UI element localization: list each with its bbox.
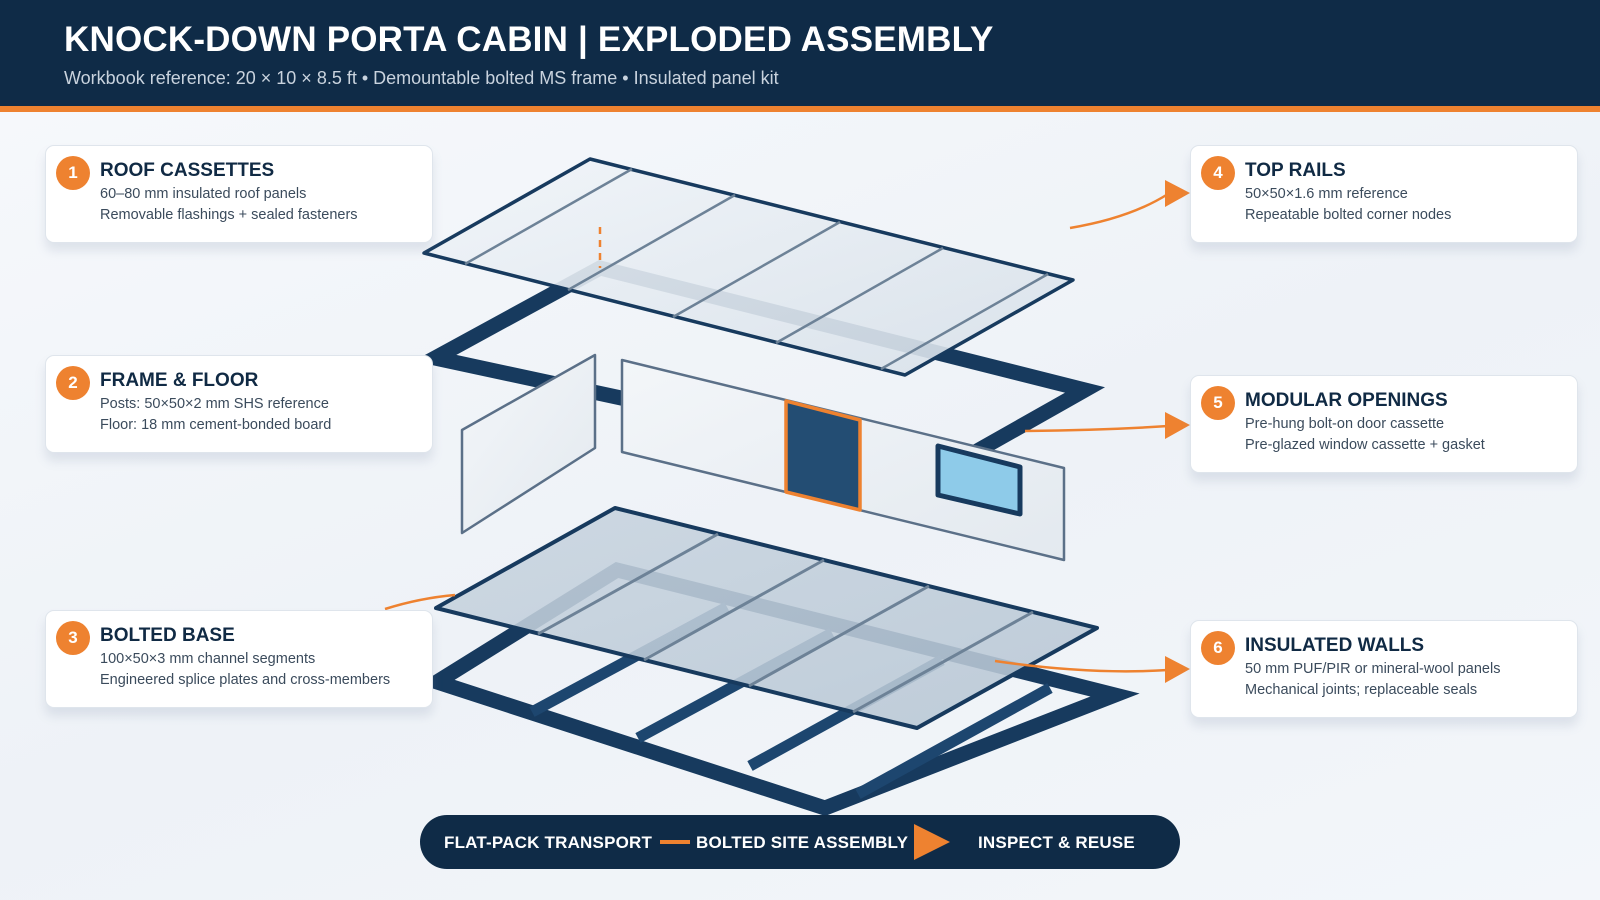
process-flow-bar: FLAT-PACK TRANSPORT BOLTED SITE ASSEMBLY…	[420, 815, 1180, 869]
callout-title: BOLTED BASE	[100, 625, 235, 646]
callout-detail: 50 mm PUF/PIR or mineral-wool panels	[1245, 661, 1501, 677]
roof-panel-joint	[775, 246, 944, 345]
callout-number-badge: 1	[56, 156, 90, 190]
callout-detail: Posts: 50×50×2 mm SHS reference	[100, 396, 329, 412]
callout-detail: 50×50×1.6 mm reference	[1245, 186, 1408, 202]
floor-panel-joint	[643, 558, 825, 662]
floor-panel-joint	[537, 532, 719, 636]
leader-arrows	[384, 180, 1190, 683]
roof-panel-joint	[672, 220, 841, 319]
callout-detail: Mechanical joints; replaceable seals	[1245, 682, 1478, 698]
callout-detail: Pre-hung bolt-on door cassette	[1245, 416, 1445, 432]
process-step-reuse: INSPECT & REUSE	[978, 833, 1135, 852]
roof-panel-joint	[880, 272, 1049, 371]
process-step-assembly: BOLTED SITE ASSEMBLY	[696, 833, 909, 852]
callout-detail: Floor: 18 mm cement-bonded board	[100, 417, 332, 433]
process-step-transport: FLAT-PACK TRANSPORT	[444, 833, 653, 852]
roof-panel-joint	[464, 167, 633, 266]
roof-panel-joint	[567, 193, 736, 292]
callout-roof-cassettes: 1 ROOF CASSETTES 60–80 mm insulated roof…	[45, 145, 433, 243]
callout-bolted-base: 3 BOLTED BASE 100×50×3 mm channel segmen…	[45, 610, 433, 708]
floor-panel	[434, 506, 1099, 730]
arrowhead-icon	[1165, 412, 1190, 439]
leader-arrow-insulated-walls	[994, 659, 1169, 673]
callout-modular-openings: 5 MODULAR OPENINGS Pre-hung bolt-on door…	[1190, 375, 1578, 473]
process-connector-dash	[660, 840, 690, 844]
floor-panel-joint	[852, 610, 1034, 714]
callout-detail: 100×50×3 mm channel segments	[100, 651, 316, 667]
callout-title: INSULATED WALLS	[1245, 635, 1425, 656]
callout-number-badge: 4	[1201, 156, 1235, 190]
callout-detail: 60–80 mm insulated roof panels	[100, 186, 307, 202]
callout-top-rails: 4 TOP RAILS 50×50×1.6 mm reference Repea…	[1190, 145, 1578, 243]
callout-detail: Removable flashings + sealed fasteners	[100, 207, 358, 223]
callout-number-badge: 3	[56, 621, 90, 655]
callout-detail: Repeatable bolted corner nodes	[1245, 207, 1452, 223]
window-cassette	[935, 443, 1023, 517]
leader-arrow-top-rails	[1069, 192, 1169, 230]
callout-insulated-walls: 6 INSULATED WALLS 50 mm PUF/PIR or miner…	[1190, 620, 1578, 718]
callout-title: TOP RAILS	[1245, 160, 1346, 181]
callout-number-badge: 5	[1201, 386, 1235, 420]
callout-detail: Engineered splice plates and cross-membe…	[100, 672, 391, 688]
base-cross-member	[855, 683, 1053, 799]
process-arrow-icon	[914, 824, 950, 860]
roof-panel	[422, 157, 1075, 377]
side-wall-panel	[460, 353, 597, 535]
callout-number-badge: 2	[56, 366, 90, 400]
floor-panel-joint	[748, 584, 930, 688]
callout-title: ROOF CASSETTES	[100, 160, 275, 181]
callout-title: MODULAR OPENINGS	[1245, 390, 1448, 411]
page-title: KNOCK-DOWN PORTA CABIN | EXPLODED ASSEMB…	[64, 20, 994, 59]
leader-line-bolted-base	[384, 593, 456, 611]
callout-title: FRAME & FLOOR	[100, 370, 259, 391]
door-cassette	[784, 399, 862, 512]
header-bar	[0, 0, 1600, 106]
callout-number-badge: 6	[1201, 631, 1235, 665]
callout-frame-floor: 2 FRAME & FLOOR Posts: 50×50×2 mm SHS re…	[45, 355, 433, 453]
roof-cassette	[422, 157, 1075, 377]
header-accent-stripe	[0, 106, 1600, 112]
leader-arrow-modular-openings	[1024, 424, 1169, 433]
arrowhead-icon	[1165, 656, 1190, 683]
arrowhead-icon	[1165, 180, 1190, 207]
callout-detail: Pre-glazed window cassette + gasket	[1245, 437, 1485, 453]
page-subtitle: Workbook reference: 20 × 10 × 8.5 ft • D…	[64, 68, 779, 88]
floor-board	[434, 506, 1099, 730]
